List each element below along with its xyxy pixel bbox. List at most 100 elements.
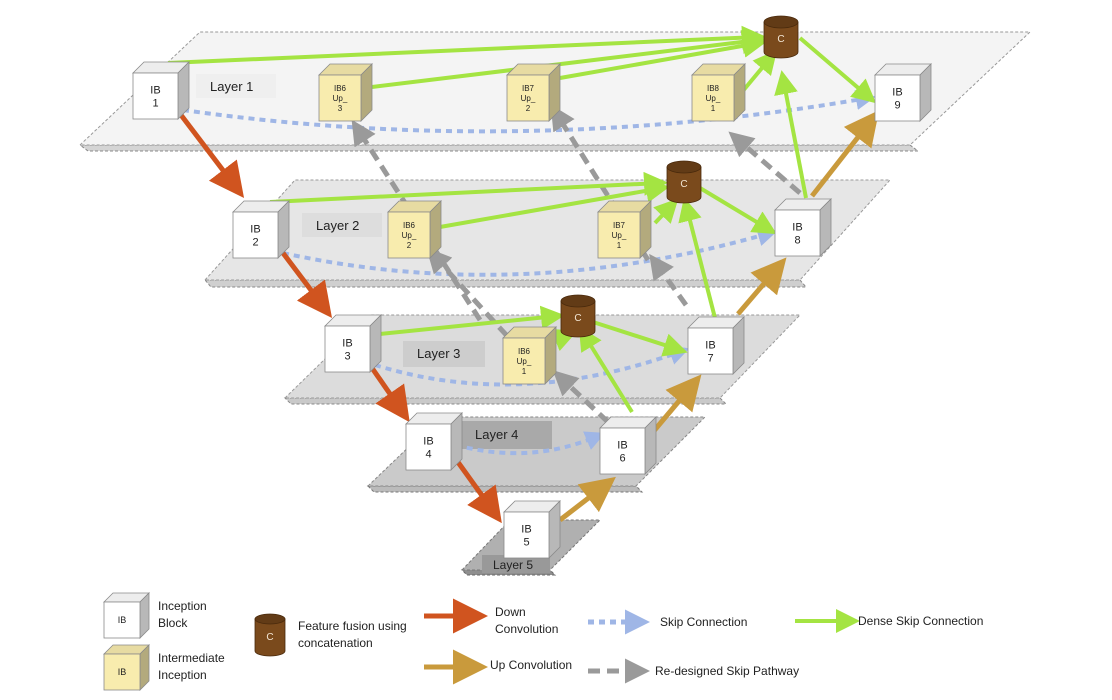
inception-block-ib2-label: IB (250, 223, 260, 235)
dense-ib7-c2 (678, 197, 717, 319)
legend-ib-cube: IB (103, 592, 150, 639)
legend-skip-connection: Skip Connection (660, 615, 748, 629)
intermediate-inception-l2b-label: 1 (617, 241, 622, 250)
legend-dense-skip: Dense Skip Connection (858, 614, 984, 628)
blocks-group: IB1IB2IB3IB4IB5IB6IB7IB8IB9IB6Up_3IB7Up_… (132, 61, 932, 559)
down-conv-ib1-ib2 (179, 113, 245, 198)
layer-4-label: Layer 4 (475, 427, 518, 442)
legend-feature-fusion: Feature fusion using concatenation (298, 619, 407, 650)
inception-block-ib6: IB6 (599, 416, 657, 475)
layer-3-label: Layer 3 (417, 346, 460, 361)
inception-block-ib1-label: 1 (152, 97, 158, 109)
down-conv-ib2-ib3 (281, 251, 333, 318)
concat-cylinder-layer-3: C (560, 294, 596, 338)
layer-1-label: Layer 1 (210, 79, 253, 94)
dense-ib8-l1c (774, 70, 808, 199)
layer-2-label-bg (302, 213, 382, 237)
skip-connection-ib1-ib9 (182, 90, 876, 134)
inception-block-ib5-label: IB (521, 523, 531, 535)
skip-connection-ib2-ib8 (282, 226, 778, 277)
intermediate-inception-l2b-label: Up_ (612, 231, 627, 240)
inception-block-ib1: IB1 (132, 61, 190, 120)
inception-block-ib2: IB2 (232, 200, 290, 259)
intermediate-inception-l3a-label: 1 (522, 367, 527, 376)
legend-concat-cylinder: C (254, 613, 286, 657)
intermediate-inception-l2a-label: Up_ (402, 231, 417, 240)
concat-cylinder-layer-2: C (666, 160, 702, 204)
inception-block-ib7-label: IB (705, 339, 715, 351)
concat-cylinder-layer-2-label: C (680, 179, 687, 190)
inception-block-ib4: IB4 (405, 412, 463, 471)
layer-1-label-bg (196, 74, 276, 98)
dense-l2a-c2 (439, 178, 670, 229)
legend-intermediate-inception: Intermediate Inception (158, 651, 225, 682)
dense-ib3-c3 (379, 305, 565, 336)
skip-connection-ib3-ib7 (374, 345, 690, 387)
intermediate-inception-l1c-label: IB8 (707, 84, 720, 93)
inception-block-ib3-label: IB (342, 337, 352, 349)
intermediate-inception-l1a-label: 3 (338, 104, 343, 113)
dense-c2-ib8 (698, 186, 777, 235)
redesigned-pathway-4 (426, 247, 522, 352)
legend-ib-cube-label: IB (118, 615, 127, 625)
inception-block-ib9: IB9 (874, 63, 932, 122)
dense-c3-ib7 (592, 320, 688, 357)
legend-down-convolution: Down Convolution (495, 605, 559, 636)
concat-cylinder-layer-3-label: C (574, 313, 581, 324)
inception-block-ib4-label: IB (423, 435, 433, 447)
intermediate-inception-l1c-label: 1 (711, 104, 716, 113)
inception-block-ib4-label: 4 (425, 448, 431, 460)
inception-block-ib6-label: IB (617, 439, 627, 451)
layer-2-label: Layer 2 (316, 218, 359, 233)
legend-redesigned-skip: Re-designed Skip Pathway (655, 664, 800, 678)
intermediate-inception-l1b-label: 2 (526, 104, 531, 113)
dense-l1c-c1 (740, 49, 778, 94)
redesigned-pathway-5 (649, 253, 689, 307)
concatenation-group: C C C (560, 15, 799, 338)
redesigned-pathway-6 (552, 370, 610, 424)
layer-5-label-bg (482, 555, 550, 573)
intermediate-inception-l1c-label: Up_ (706, 94, 721, 103)
dense-l2b-c2 (653, 198, 679, 225)
layer-4-label-bg (462, 421, 552, 449)
inception-block-ib9-label: 9 (894, 99, 900, 111)
concat-cylinder-layer-1-label: C (777, 34, 784, 45)
inception-block-ib1-label: IB (150, 84, 160, 96)
intermediate-inception-l2a-label: IB6 (403, 221, 416, 230)
redesigned-pathway-3 (728, 131, 802, 195)
inception-block-ib3-label: 3 (344, 350, 350, 362)
layer-2-plate (203, 179, 892, 288)
legend-intermediate-cube-label: IB (118, 667, 127, 677)
inception-block-ib5: IB5 (503, 500, 561, 559)
intermediate-inception-l1b-label: Up_ (521, 94, 536, 103)
dense-c1-ib9 (798, 36, 877, 104)
layer-5-label: Layer 5 (493, 558, 533, 572)
legend-shapes: IB IB C (103, 592, 286, 691)
up-conv-ib8-ib9 (810, 110, 880, 198)
dense-ib6-c3 (578, 326, 634, 414)
dense-ib1-c1 (167, 25, 766, 65)
down-conv-ib3-ib4 (369, 366, 410, 423)
inception-block-ib8-label: IB (792, 221, 802, 233)
inception-block-ib7-label: 7 (707, 352, 713, 364)
inception-block-ib2-label: 2 (252, 236, 258, 248)
intermediate-inception-l3a-label: IB6 (518, 347, 531, 356)
inception-block-ib5-label: 5 (523, 536, 529, 548)
up-conv-ib6-ib7 (651, 374, 702, 434)
legend-intermediate-cube: IB (103, 644, 150, 691)
legend-inception-block: Inception Block (158, 599, 207, 630)
up-conv-ib7-ib8 (736, 257, 787, 316)
inception-block-ib7: IB7 (687, 316, 745, 375)
intermediate-inception-l1b-label: IB7 (522, 84, 535, 93)
legend-concat-cylinder-label: C (266, 632, 273, 643)
inception-block-ib8: IB8 (774, 198, 832, 257)
intermediate-inception-l3a-label: Up_ (517, 357, 532, 366)
intermediate-inception-l1a-label: Up_ (333, 94, 348, 103)
dense-ib2-c2 (269, 171, 668, 204)
